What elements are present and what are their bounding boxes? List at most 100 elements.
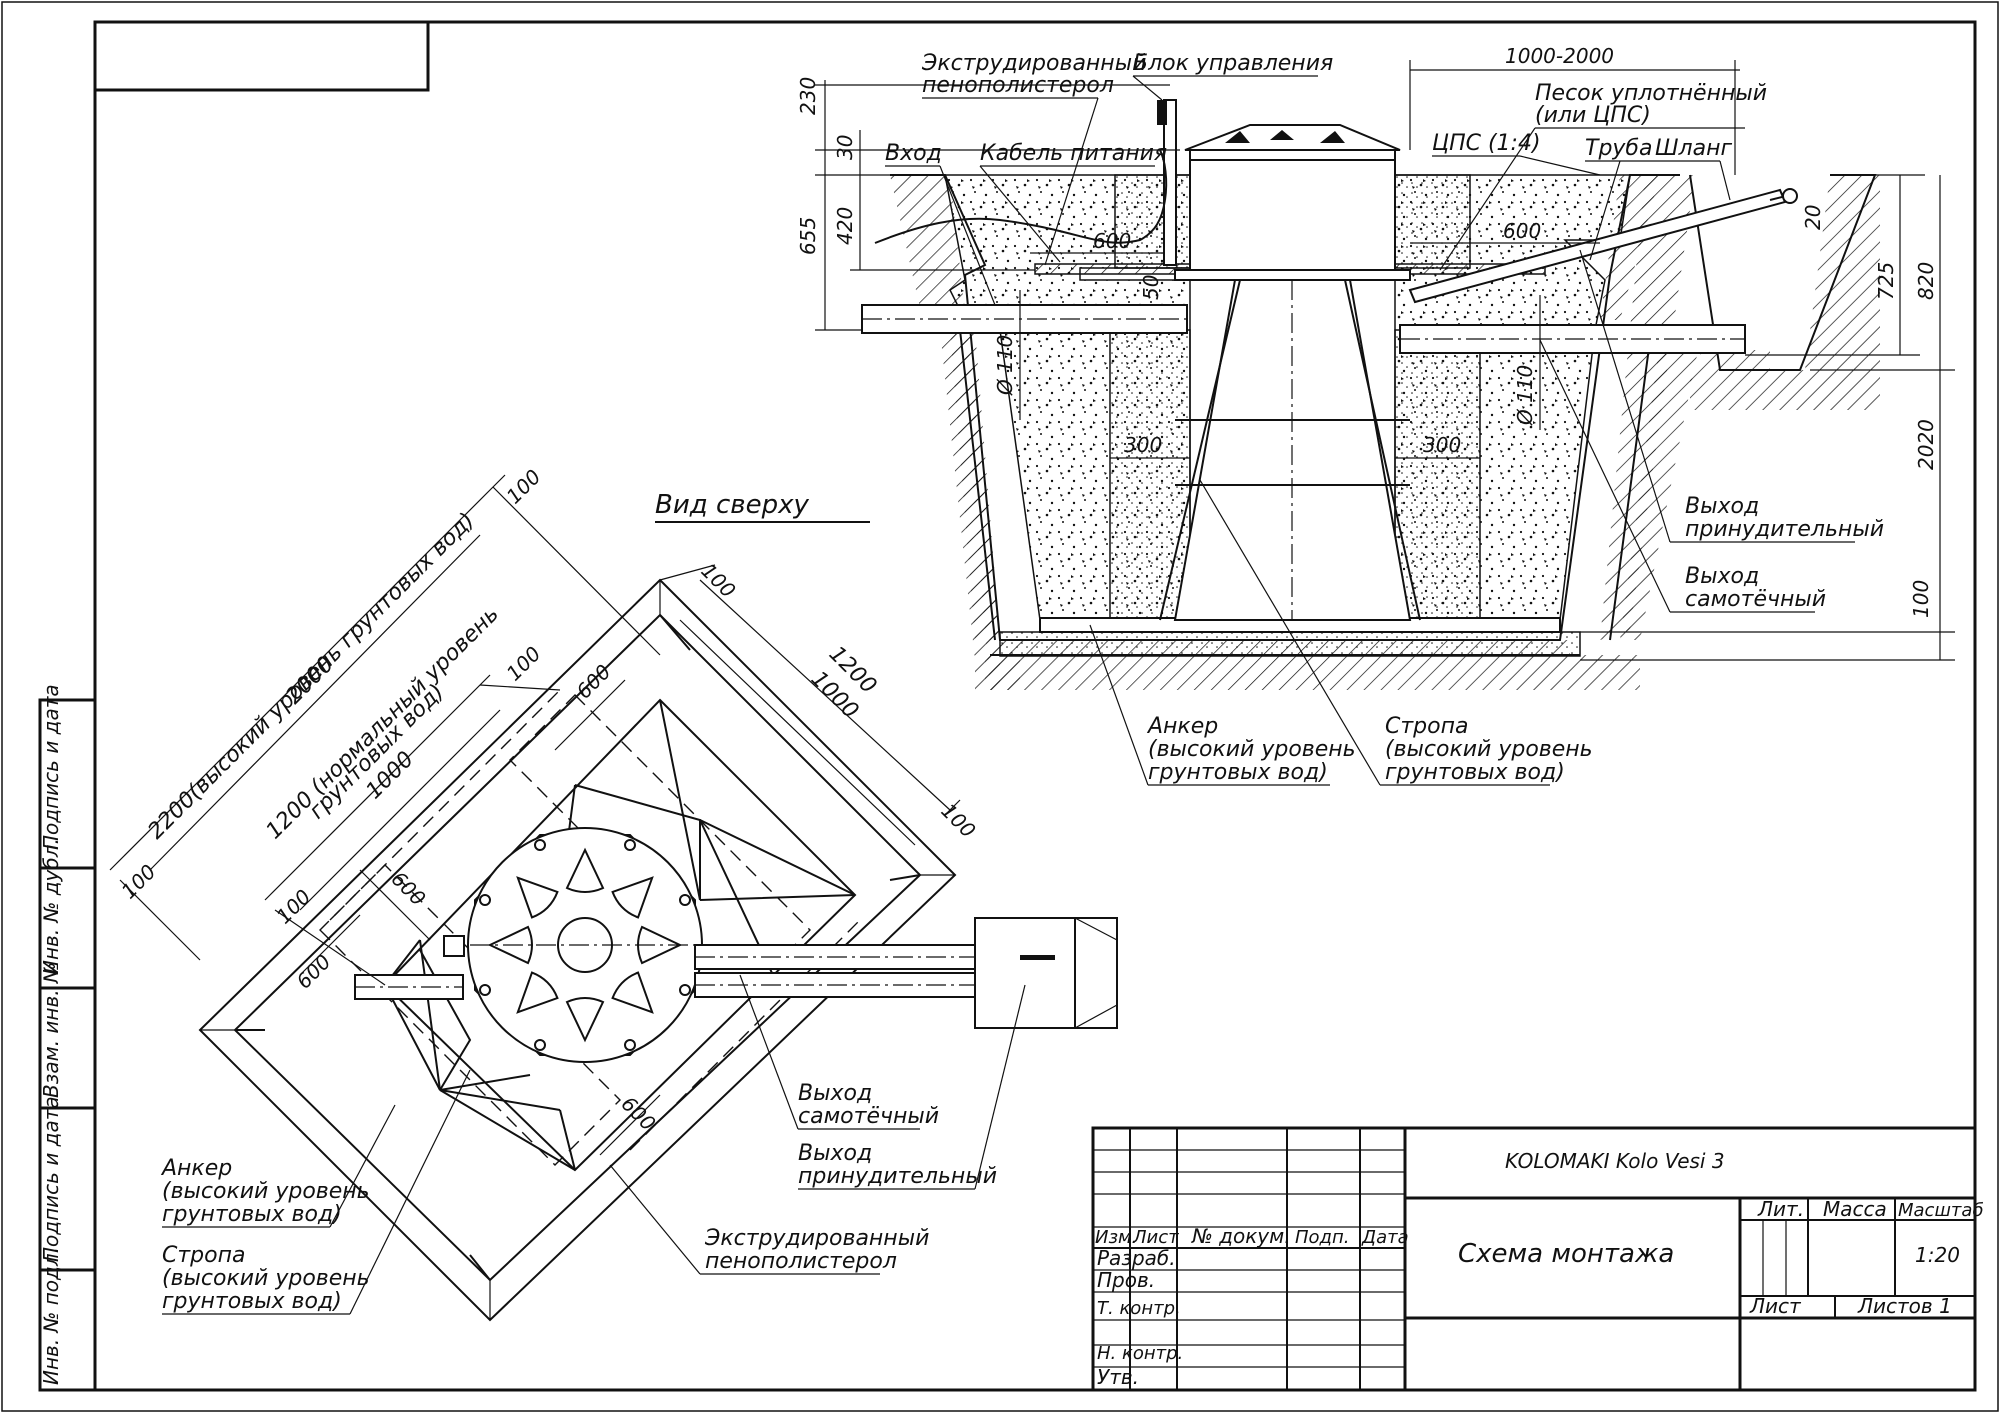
label-sand-l1: Песок уплотнённый — [1535, 81, 1767, 106]
dim-600-b: 600 — [386, 867, 430, 911]
tb-scale-value: 1:20 — [1915, 1243, 1960, 1267]
plan-label-gravity-l2: самотёчный — [798, 1104, 939, 1129]
tb-mass: Масса — [1823, 1197, 1887, 1221]
plan-label-gravity-l1: Выход — [798, 1081, 872, 1106]
section-view: 1000-2000 230 30 655 420 600 600 50 Ø 11… — [796, 44, 1955, 786]
plan-label-anchor-l3: грунтовых вод) — [162, 1202, 342, 1227]
section-callouts: Экструдированный пенополистерол Блок упр… — [885, 51, 1884, 786]
label-forced-out-l2: принудительный — [1685, 517, 1884, 542]
dim-100-c: 100 — [272, 885, 316, 929]
tb-col-date: Дата — [1361, 1227, 1409, 1248]
label-control-unit: Блок управления — [1133, 51, 1333, 76]
dim-600-left: 600 — [1093, 229, 1131, 253]
dim-20: 20 — [1801, 205, 1825, 230]
tb-role-prov: Пров. — [1097, 1268, 1155, 1292]
tb-role-razrab: Разраб. — [1097, 1246, 1176, 1270]
dim-100-d: 100 — [502, 642, 546, 686]
plan-label-anchor-l1: Анкер — [160, 1156, 232, 1181]
dim-820: 820 — [1914, 262, 1938, 300]
plan-foam-plate-2 — [319, 864, 621, 1166]
plan-label-forced-l1: Выход — [798, 1141, 872, 1166]
tb-role-utv: Утв. — [1097, 1365, 1139, 1389]
tb-scale-label: Масштаб — [1898, 1200, 1984, 1221]
label-forced-out-l1: Выход — [1685, 494, 1759, 519]
section-dimensions: 1000-2000 230 30 655 420 600 600 50 Ø 11… — [796, 44, 1955, 661]
label-sand-l2: (или ЦПС) — [1535, 103, 1651, 128]
plan-label-anchor-l2: (высокий уровень — [162, 1179, 370, 1204]
dim-1000-2000: 1000-2000 — [1505, 44, 1614, 68]
dim-230: 230 — [796, 77, 820, 115]
tb-col-izm: Изм. — [1095, 1227, 1137, 1248]
plan-outlet-box — [974, 917, 1076, 1029]
tb-role-nkontr: Н. контр. — [1097, 1343, 1183, 1364]
side-stamp-repl-inv: Взам. инв. № — [39, 962, 63, 1098]
power-cable — [874, 199, 1166, 244]
plan-control-unit — [443, 935, 465, 957]
label-anchor-l3: грунтовых вод) — [1148, 760, 1328, 785]
dim-30: 30 — [833, 135, 857, 160]
label-anchor-l1: Анкер — [1146, 714, 1218, 739]
plan-label-sling-l2: (высокий уровень — [162, 1266, 370, 1291]
label-pipe: Труба — [1585, 136, 1652, 161]
label-cps: ЦПС (1:4) — [1432, 131, 1541, 156]
tb-col-doc: № докум. — [1191, 1224, 1291, 1248]
dim-100-e: 100 — [696, 559, 740, 603]
tb-col-sign: Подп. — [1295, 1227, 1349, 1248]
label-gravity-out-l1: Выход — [1685, 564, 1759, 589]
dim-50: 50 — [1139, 275, 1163, 300]
tank-neck — [1189, 159, 1396, 281]
tb-col-list: Лист — [1132, 1227, 1179, 1248]
label-sling-l2: (высокий уровень — [1385, 737, 1593, 762]
label-sling-l3: грунтовых вод) — [1385, 760, 1565, 785]
dim-420: 420 — [833, 207, 857, 245]
tb-product: KOLOMAKI Kolo Vesi 3 — [1505, 1149, 1725, 1173]
tb-lit: Лит. — [1757, 1197, 1804, 1221]
tb-sheets: Листов 1 — [1857, 1294, 1952, 1318]
label-gravity-out-l2: самотёчный — [1685, 587, 1826, 612]
label-extruded-foam-l2: пенополистерол — [922, 73, 1114, 98]
dim-655: 655 — [796, 217, 820, 255]
dim-725: 725 — [1874, 262, 1898, 300]
dim-600-d: 600 — [616, 1092, 660, 1136]
dim-d110-left: Ø 110 — [993, 335, 1017, 396]
dim-d110-right: Ø 110 — [1513, 365, 1537, 426]
label-inlet: Вход — [885, 141, 942, 166]
dim-300-right: 300 — [1423, 433, 1461, 457]
plan-label-forced-l2: принудительный — [798, 1164, 997, 1189]
dim-100: 100 — [1909, 580, 1933, 618]
label-power-cable: Кабель питания — [980, 141, 1167, 166]
label-extruded-foam-l1: Экструдированный — [921, 51, 1146, 76]
dim-2020: 2020 — [1914, 419, 1938, 470]
dim-100-f: 100 — [936, 799, 980, 843]
control-unit-post — [1163, 99, 1177, 266]
side-stamp: Подпись и дата Инв. № дубл. Взам. инв. №… — [38, 684, 97, 1392]
title-block: Изм. Лист № докум. Подп. Дата Разраб. Пр… — [1091, 1126, 1984, 1392]
top-view-title: Вид сверху — [655, 490, 809, 520]
label-sling-l1: Стропа — [1385, 714, 1468, 739]
plan-bolts — [479, 839, 691, 1051]
tb-sheet: Лист — [1749, 1294, 1802, 1318]
plan-label-foam-l2: пенополистерол — [705, 1249, 897, 1274]
tb-role-tkontr: Т. контр. — [1097, 1298, 1181, 1319]
plan-label-sling-l1: Стропа — [162, 1243, 245, 1268]
dim-300-left: 300 — [1124, 433, 1162, 457]
tb-drawing-title: Схема монтажа — [1458, 1239, 1674, 1269]
side-stamp-dup-inv: Инв. № дубл. — [39, 838, 63, 975]
label-anchor-l2: (высокий уровень — [1148, 737, 1356, 762]
plan-lid-vents — [487, 847, 683, 1043]
soil-hatch-right — [1600, 175, 1695, 640]
tank-lid — [1189, 149, 1396, 161]
dim-600-c: 600 — [292, 950, 336, 994]
plan-label-sling-l3: грунтовых вод) — [162, 1289, 342, 1314]
label-hose: Шланг — [1655, 136, 1732, 161]
dim-1200-normal-l1: 1200 (нормальный уровень — [262, 602, 504, 844]
side-stamp-sign-date-2: Подпись и дата — [39, 1096, 63, 1262]
side-stamp-orig-inv: Инв. № подл. — [39, 1247, 63, 1385]
plan-callouts: Выход самотёчный Выход принудительный Ан… — [160, 974, 1026, 1315]
side-stamp-sign-date-1: Подпись и дата — [39, 684, 63, 850]
top-view: Вид сверху — [109, 465, 1118, 1322]
dim-600-right: 600 — [1503, 219, 1541, 243]
plan-label-foam-l1: Экструдированный — [704, 1226, 929, 1251]
